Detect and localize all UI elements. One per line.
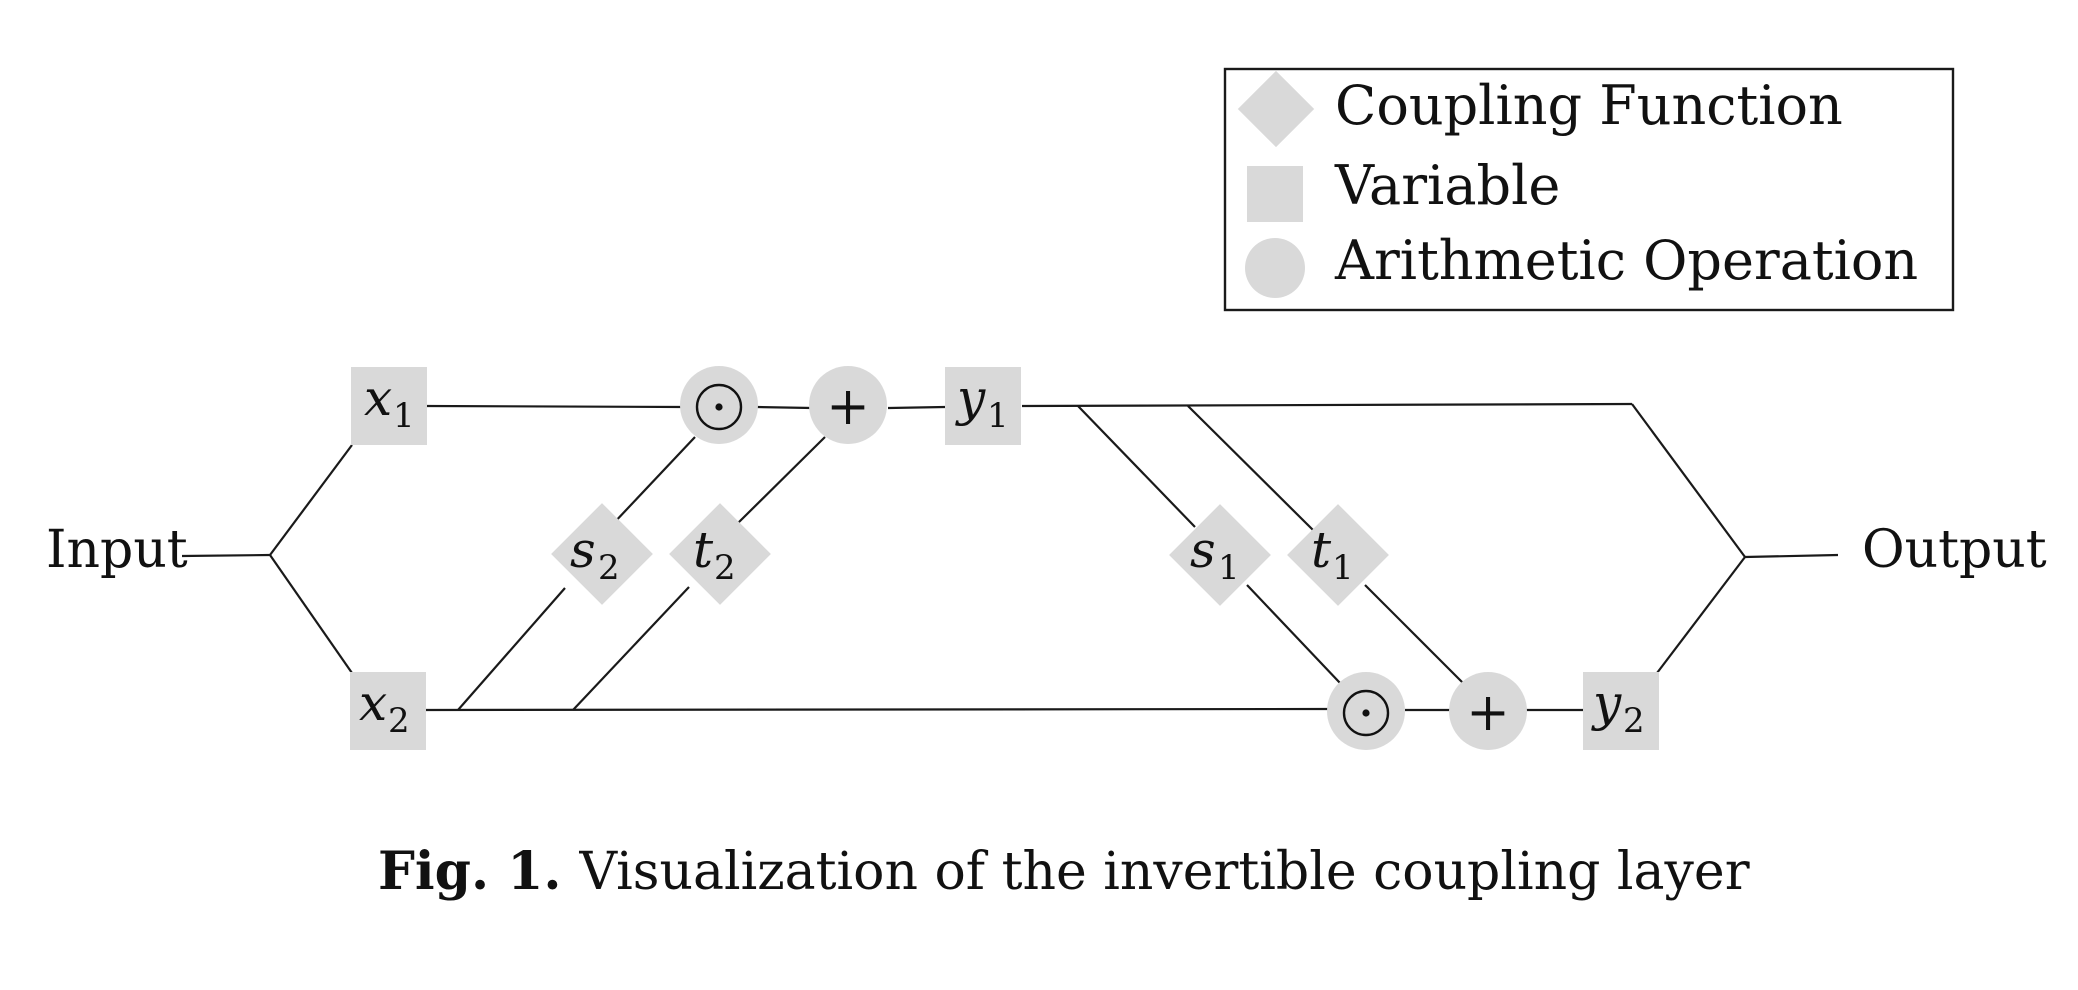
edge-s1-mul [1246, 584, 1341, 684]
coupling-t1-sub: 1 [1332, 548, 1354, 588]
coupling-s1-base: s [1190, 521, 1216, 579]
odot-dot-icon [1362, 709, 1370, 717]
edge-fork-x2 [269, 554, 353, 674]
coupling-t2-sub: 2 [714, 548, 736, 588]
odot-dot-icon [715, 403, 723, 411]
legend-circle-icon [1245, 238, 1305, 298]
variable-y2-sub: 2 [1623, 701, 1645, 741]
edge-t2-add [737, 436, 826, 524]
legend-square-icon [1247, 166, 1303, 222]
op-add-bottom-circle [1449, 672, 1527, 750]
edges [181, 402, 1839, 712]
op-add-top-circle [809, 366, 887, 444]
op-multiply-top [680, 366, 758, 444]
figure-caption-label: Fig. 1. [378, 841, 562, 902]
edge-fork-x1 [269, 444, 353, 556]
input-label: Input [46, 520, 188, 580]
op-add-bottom: + [1449, 672, 1527, 750]
odot-ring-icon [1342, 689, 1390, 737]
edge-s2-mul [611, 436, 696, 526]
legend-label-coupling-function: Coupling Function [1335, 74, 1843, 137]
variable-y2-base: y [1591, 674, 1622, 732]
coupling-t2: t 2 [669, 503, 771, 605]
legend-box [1223, 67, 1955, 312]
variable-x2-base: x [359, 674, 387, 732]
legend-diamond-icon [1237, 70, 1315, 148]
figure-caption: Fig. 1. Visualization of the invertible … [378, 841, 1750, 902]
edge-y1-top [1021, 402, 1633, 408]
edge-x2-mul [424, 707, 1331, 712]
edge-x2-t2 [572, 586, 690, 711]
coupling-t1-base: t [1311, 521, 1332, 579]
op-add-bottom-symbol: + [1466, 683, 1510, 743]
odot-ring-icon [695, 383, 743, 431]
coupling-s1: s 1 [1169, 504, 1271, 606]
edge-y1-s1 [1077, 405, 1196, 528]
edge-add-y1 [887, 405, 946, 410]
variable-y1: y 1 [945, 367, 1021, 445]
op-multiply-bottom [1327, 672, 1405, 750]
variable-x1-base: x [364, 369, 392, 427]
figure-caption-text: Visualization of the invertible coupling… [579, 842, 1750, 902]
coupling-t1-diamond [1287, 504, 1389, 606]
variable-y1-sub: 1 [987, 396, 1009, 436]
coupling-s1-sub: 1 [1218, 548, 1240, 588]
edge-top-merge [1631, 403, 1746, 558]
op-add-top-symbol: + [826, 377, 870, 437]
coupling-s1-diamond [1169, 504, 1271, 606]
variable-y1-base: y [955, 369, 986, 427]
variable-y2-box [1583, 672, 1659, 750]
edge-input [181, 553, 271, 558]
variable-x1-sub: 1 [393, 396, 415, 436]
coupling-s2-sub: 2 [598, 548, 620, 588]
output-label: Output [1862, 520, 2047, 580]
variable-y1-box [945, 367, 1021, 445]
coupling-s2: s 2 [551, 503, 653, 605]
edge-output [1744, 553, 1839, 559]
op-add-top: + [809, 366, 887, 444]
coupling-t1: t 1 [1287, 504, 1389, 606]
edge-t1-add [1364, 584, 1464, 684]
edge-x1-mul [425, 404, 684, 409]
edge-y1-t1 [1187, 405, 1314, 531]
coupling-s2-base: s [570, 521, 596, 579]
variable-x1-box [351, 367, 427, 445]
variable-x2: x 2 [350, 672, 426, 750]
coupling-t2-base: t [693, 521, 714, 579]
edge-x2-s2 [457, 587, 566, 711]
variable-x2-box [350, 672, 426, 750]
legend: Coupling Function Variable Arithmetic Op… [1223, 67, 1955, 312]
variable-y2: y 2 [1583, 672, 1659, 750]
edge-mul-add [756, 405, 813, 410]
variable-x2-sub: 2 [388, 701, 410, 741]
edge-y2-merge [1656, 556, 1746, 674]
legend-label-variable: Variable [1334, 154, 1560, 217]
variable-x1: x 1 [351, 367, 427, 445]
legend-label-arithmetic-operation: Arithmetic Operation [1334, 229, 1918, 292]
